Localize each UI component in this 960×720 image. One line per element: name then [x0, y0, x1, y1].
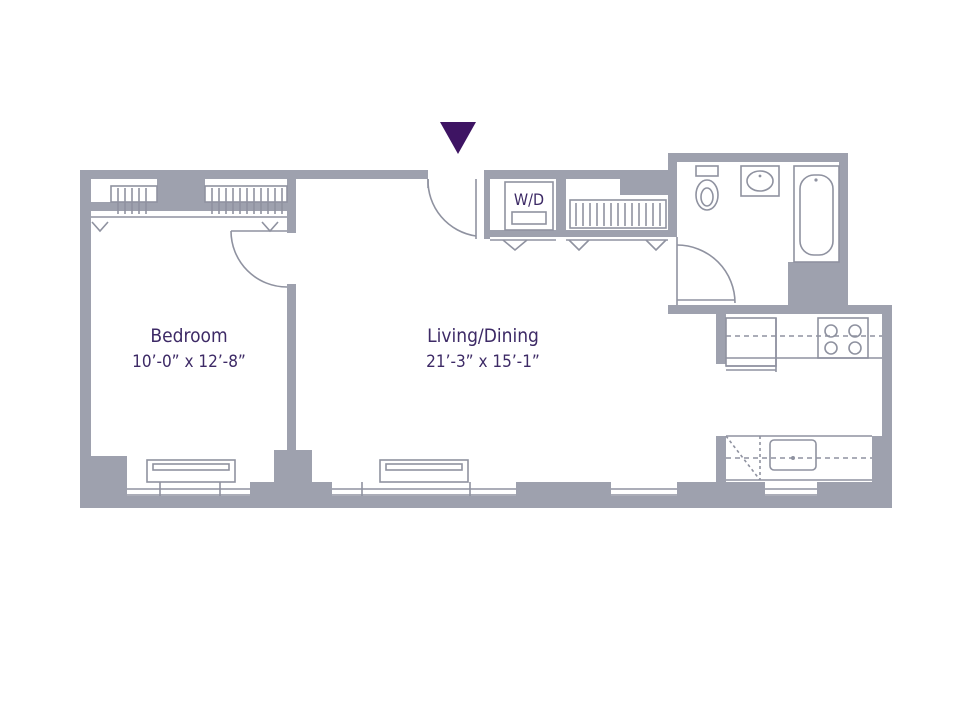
windows — [127, 482, 817, 496]
sink-icon — [740, 165, 780, 197]
bedroom-name: Bedroom — [150, 325, 227, 347]
entry-arrow-icon — [440, 122, 476, 154]
bedroom-closet — [91, 185, 288, 233]
bedroom-dimensions: 10’-0” x 12’-8” — [132, 352, 246, 372]
bathtub-icon — [793, 165, 840, 263]
radiators — [146, 459, 469, 483]
kitchen-sink-icon — [769, 439, 817, 471]
toilet-icon — [695, 165, 719, 211]
bedroom-label: Bedroom 10’-0” x 12’-8” — [132, 325, 246, 372]
kitchen — [725, 317, 882, 481]
washer-dryer-label: W/D — [514, 190, 544, 209]
living-closet — [566, 199, 668, 252]
living-dining-name: Living/Dining — [427, 325, 539, 347]
entry-door — [427, 178, 477, 239]
bedroom-door — [230, 230, 288, 288]
washer-dryer-closet: W/D — [490, 181, 556, 252]
stove-icon — [817, 317, 869, 359]
living-dining-dimensions: 21’-3” x 15’-1” — [426, 352, 540, 372]
bathroom — [695, 165, 840, 263]
bathroom-door — [676, 237, 736, 305]
living-dining-label: Living/Dining 21’-3” x 15’-1” — [426, 325, 540, 372]
